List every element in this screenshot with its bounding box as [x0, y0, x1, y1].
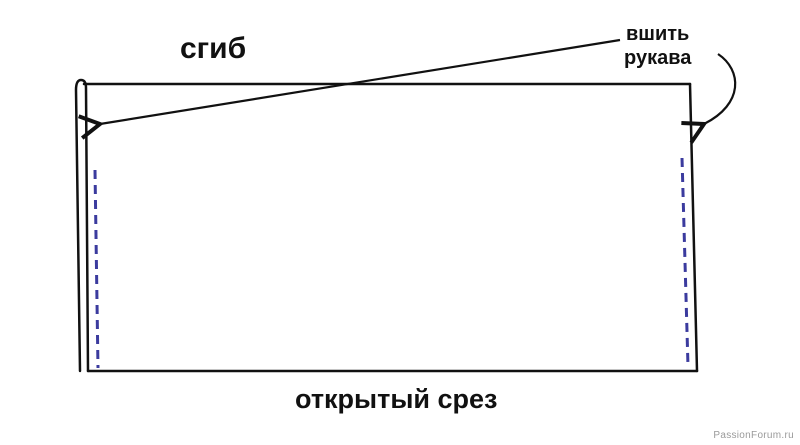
right-edge: [688, 82, 699, 373]
fold-edge-outer: [74, 78, 90, 373]
sew-sleeves-line2: рукава: [624, 47, 692, 69]
stitch-lines: [93, 157, 690, 369]
fabric-rectangle: [74, 78, 699, 373]
sew-sleeves-label: вшить рукава: [624, 22, 691, 70]
sleeve-arrow-left: [78, 38, 621, 140]
watermark: PassionForum.ru: [713, 430, 794, 441]
stitch-line-left: [93, 169, 100, 369]
sew-sleeves-line1: вшить: [626, 23, 690, 45]
fold-label: сгиб: [180, 32, 247, 65]
stitch-line-right: [680, 157, 690, 367]
open-edge-label: открытый срез: [295, 384, 498, 414]
sleeve-arrow-right: [681, 53, 737, 144]
